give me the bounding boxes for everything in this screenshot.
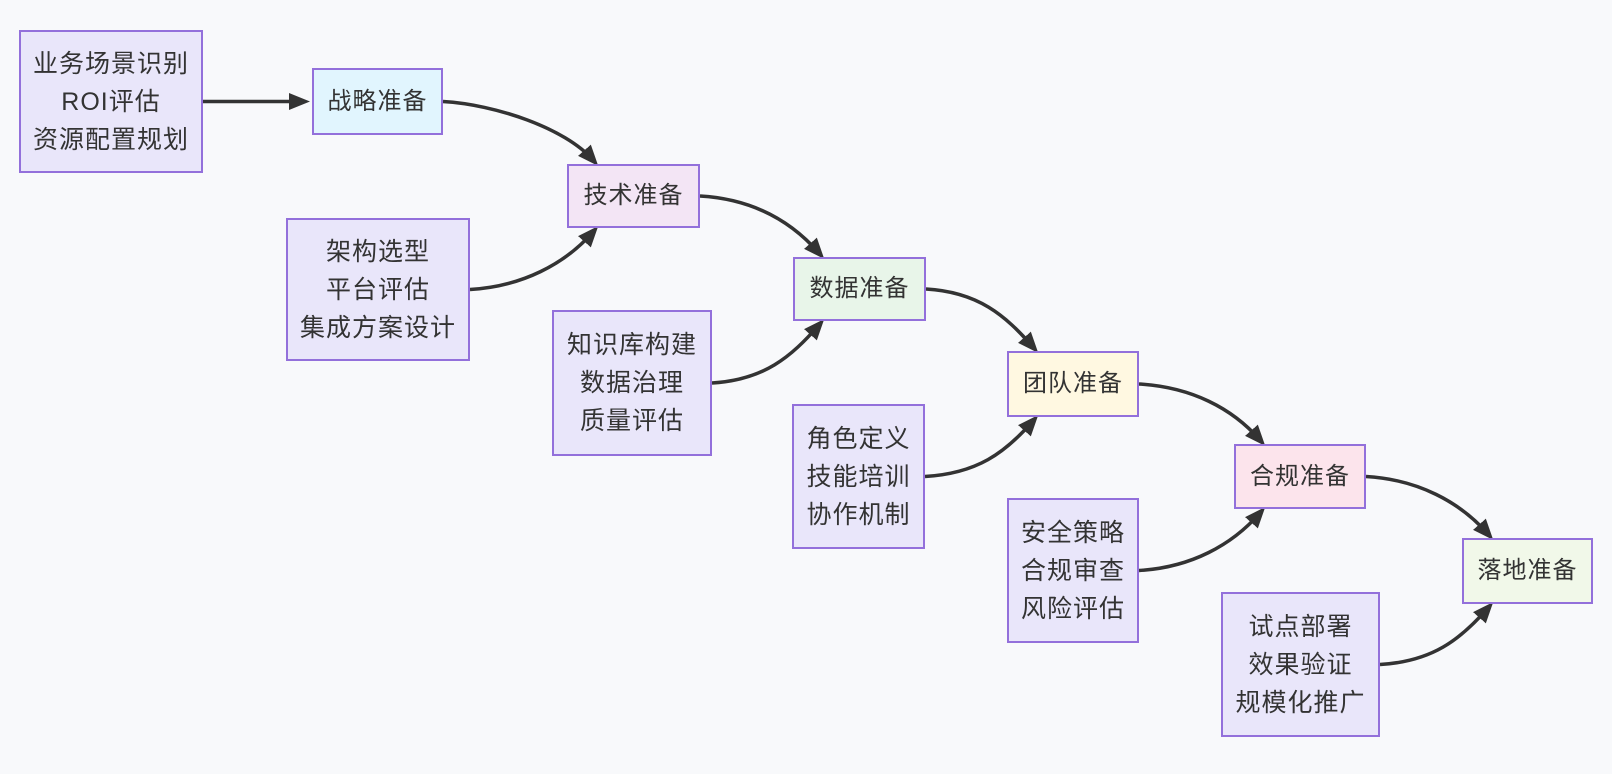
node-label: 团队准备 bbox=[1023, 370, 1123, 397]
node-strategy-inputs: 业务场景识别 ROI评估资源配置规划 bbox=[19, 30, 203, 173]
edge-compliance-to-launch bbox=[1365, 474, 1494, 541]
edge-compliance-inputs-to-compliance bbox=[1138, 506, 1266, 573]
node-label: 角色定义 bbox=[806, 424, 911, 453]
node-label: 效果验证 bbox=[1248, 650, 1353, 679]
node-tech: 技术准备 bbox=[567, 164, 700, 228]
node-label: 资源配置规划 bbox=[32, 125, 189, 154]
edge-team-inputs-to-team bbox=[924, 414, 1039, 479]
node-label: 架构选型 bbox=[325, 237, 430, 266]
edge-tech-inputs-to-tech bbox=[469, 225, 599, 292]
node-label: 数据准备 bbox=[809, 275, 910, 302]
node-label: 落地准备 bbox=[1477, 557, 1578, 584]
node-label: 业务场景识别 bbox=[32, 49, 189, 78]
node-strategy: 战略准备 bbox=[312, 68, 443, 135]
node-label: 平台评估 bbox=[325, 275, 430, 304]
node-label: 集成方案设计 bbox=[299, 313, 456, 342]
node-label: 技能培训 bbox=[806, 462, 911, 491]
node-label: 合规准备 bbox=[1250, 462, 1350, 490]
node-data: 数据准备 bbox=[793, 257, 926, 321]
node-data-inputs: 知识库构建数据治理质量评估 bbox=[552, 310, 712, 456]
edge-launch-inputs-to-launch bbox=[1379, 601, 1494, 667]
edge-data-inputs-to-data bbox=[711, 318, 825, 385]
node-launch: 落地准备 bbox=[1462, 538, 1593, 604]
node-label: 试点部署 bbox=[1248, 612, 1353, 641]
node-label: 风险评估 bbox=[1020, 594, 1125, 623]
node-label: 协作机制 bbox=[806, 500, 911, 529]
node-label: 数据治理 bbox=[579, 369, 684, 397]
node-team: 团队准备 bbox=[1007, 351, 1139, 417]
node-team-inputs: 角色定义技能培训协作机制 bbox=[792, 404, 925, 549]
node-label: ROI评估 bbox=[61, 87, 161, 116]
node-label: 质量评估 bbox=[579, 407, 684, 435]
edge-data-to-team bbox=[925, 287, 1039, 354]
node-label: 规模化推广 bbox=[1235, 688, 1366, 717]
edge-tech-to-data bbox=[699, 194, 825, 260]
node-compliance: 合规准备 bbox=[1234, 444, 1366, 509]
edge-team-to-compliance bbox=[1138, 382, 1266, 447]
node-label: 安全策略 bbox=[1020, 518, 1125, 547]
node-compliance-inputs: 安全策略合规审查风险评估 bbox=[1007, 498, 1139, 643]
node-label: 合规审查 bbox=[1020, 556, 1125, 585]
node-launch-inputs: 试点部署效果验证规模化推广 bbox=[1221, 592, 1380, 737]
node-label: 知识库构建 bbox=[566, 331, 697, 359]
node-tech-inputs: 架构选型平台评估集成方案设计 bbox=[286, 218, 470, 361]
node-label: 战略准备 bbox=[327, 87, 428, 115]
edge-strategy-to-tech bbox=[442, 99, 599, 167]
node-label: 技术准备 bbox=[583, 182, 684, 209]
